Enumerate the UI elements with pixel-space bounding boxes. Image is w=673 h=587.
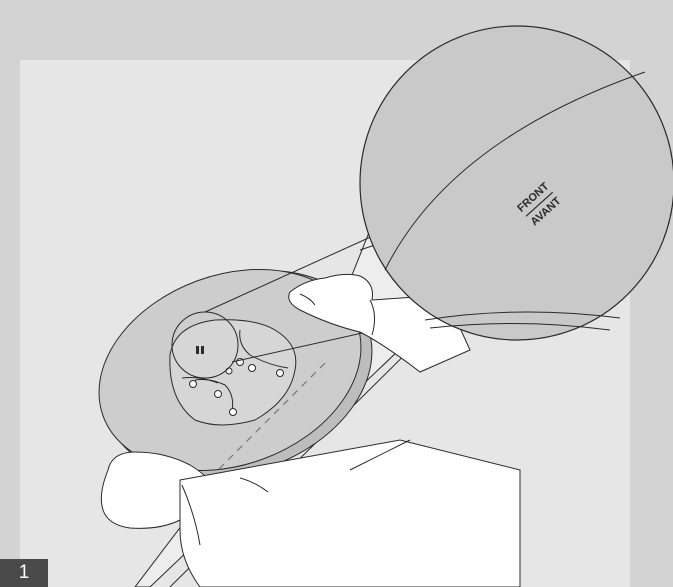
step-number-badge: 1	[0, 559, 48, 587]
zoom-callout: FRONT AVANT	[360, 26, 673, 340]
